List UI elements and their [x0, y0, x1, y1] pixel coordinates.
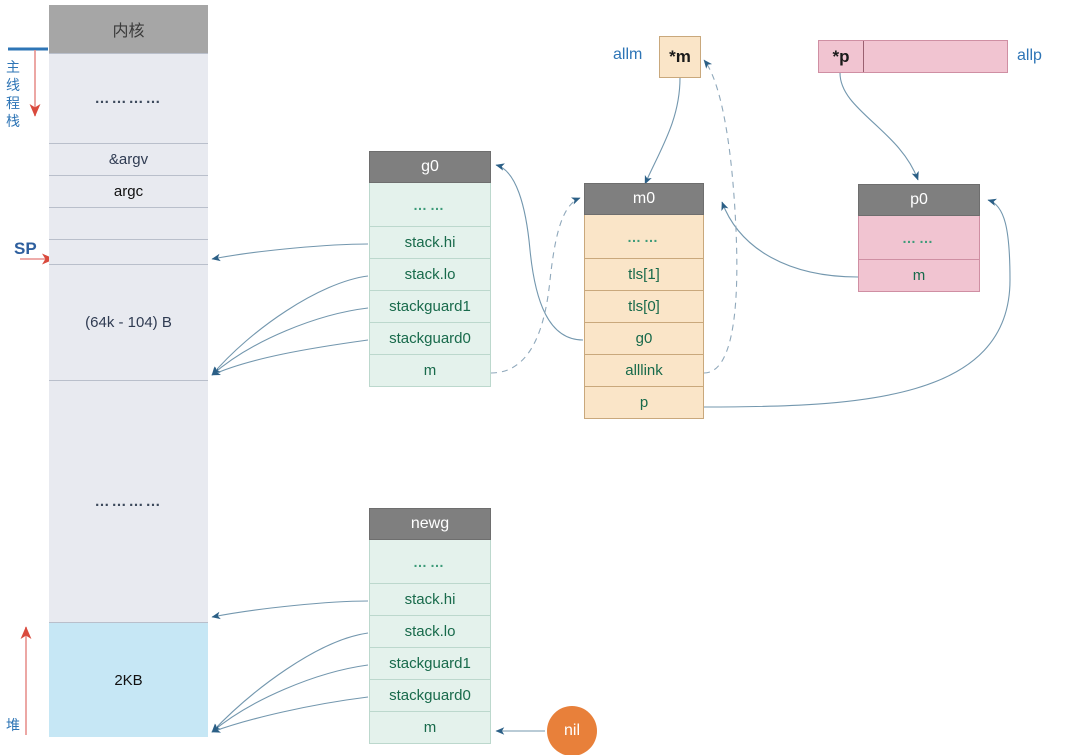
p0-field-dots: ……	[858, 216, 980, 260]
struct-newg[interactable]: newg …… stack.hi stack.lo stackguard1 st…	[369, 508, 491, 744]
struct-newg-title: newg	[369, 508, 491, 540]
allp-label: allp	[1017, 47, 1042, 64]
g0-field-stack-hi: stack.hi	[369, 227, 491, 259]
mem-row-upper-dots: …………	[49, 53, 208, 143]
wire-m0-alllink-to-allm-dashed	[703, 59, 738, 374]
wire-p0m-to-m0	[721, 201, 859, 278]
wire-g0-stackhi	[211, 243, 369, 262]
wire-allp-to-p0	[839, 72, 919, 181]
wire-g0m-to-m0-dashed	[490, 197, 581, 374]
struct-m0[interactable]: m0 …… tls[1] tls[0] g0 alllink p	[584, 183, 704, 419]
wire-newg-stackhi	[211, 600, 369, 620]
struct-g0-title: g0	[369, 151, 491, 183]
sp-label: SP	[14, 239, 37, 258]
mem-row-argv: &argv	[49, 143, 208, 175]
allp-divider	[863, 41, 864, 72]
wire-newg-stacklo	[211, 632, 369, 733]
wire-newg-stackguard0	[211, 696, 369, 733]
allm-label: allm	[613, 46, 643, 63]
mem-row-argc: argc	[49, 175, 208, 207]
wire-allm-to-m0	[644, 77, 681, 185]
g0-field-stackguard1: stackguard1	[369, 291, 491, 323]
newg-field-stack-hi: stack.hi	[369, 584, 491, 616]
struct-p0[interactable]: p0 …… m	[858, 184, 980, 292]
allp-empty-cell[interactable]	[864, 41, 1007, 72]
mem-row-lower-dots: …………	[49, 380, 208, 622]
allp-array[interactable]: *p	[818, 40, 1008, 73]
m0-field-tls0: tls[0]	[584, 291, 704, 323]
newg-field-m: m	[369, 712, 491, 744]
g0-field-stackguard0: stackguard0	[369, 323, 491, 355]
g0-field-stack-lo: stack.lo	[369, 259, 491, 291]
allp-pointer-cell[interactable]: *p	[832, 46, 850, 66]
main-thread-stack-column: 内核 ………… &argv argc (64k - 104) B ………… 2K…	[49, 5, 208, 745]
wire-g0-stackguard0	[211, 339, 369, 376]
newg-field-stackguard1: stackguard1	[369, 648, 491, 680]
m0-field-g0: g0	[584, 323, 704, 355]
g0-field-dots: ……	[369, 183, 491, 227]
struct-m0-title: m0	[584, 183, 704, 215]
mem-row-kernel: 内核	[49, 5, 208, 53]
wire-g0-stacklo	[211, 275, 369, 376]
newg-field-dots: ……	[369, 540, 491, 584]
g0-field-m: m	[369, 355, 491, 387]
heap-label: 堆	[6, 717, 20, 733]
m0-field-p: p	[584, 387, 704, 419]
m0-field-dots: ……	[584, 215, 704, 259]
mem-row-64k-minus-104: (64k - 104) B	[49, 264, 208, 380]
wire-m0-g0-to-g0header	[495, 163, 584, 341]
allm-pointer-cell[interactable]: *m	[659, 36, 701, 78]
wire-newg-stackguard1	[211, 664, 369, 733]
wire-g0-stackguard1	[211, 307, 369, 376]
nil-node[interactable]: nil	[547, 706, 597, 755]
newg-field-stack-lo: stack.lo	[369, 616, 491, 648]
struct-g0[interactable]: g0 …… stack.hi stack.lo stackguard1 stac…	[369, 151, 491, 387]
m0-field-alllink: alllink	[584, 355, 704, 387]
m0-field-tls1: tls[1]	[584, 259, 704, 291]
mem-row-gap-b	[49, 239, 208, 264]
main-thread-stack-label: 主线程栈	[6, 59, 20, 129]
p0-field-m: m	[858, 260, 980, 292]
mem-row-gap-a	[49, 207, 208, 239]
struct-p0-title: p0	[858, 184, 980, 216]
mem-row-2kb: 2KB	[49, 622, 208, 737]
newg-field-stackguard0: stackguard0	[369, 680, 491, 712]
